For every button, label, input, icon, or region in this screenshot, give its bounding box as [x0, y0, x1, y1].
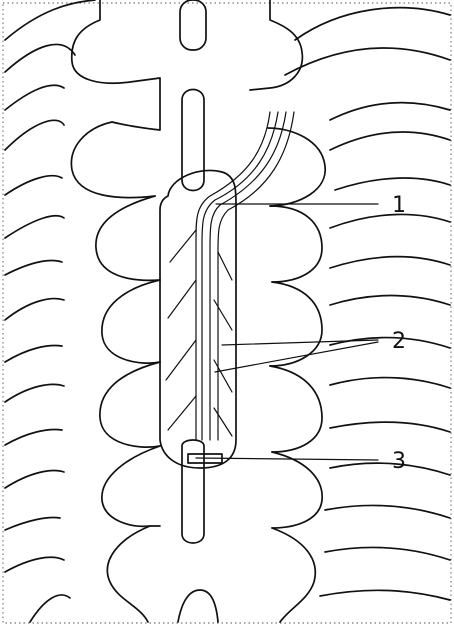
implant-device: [160, 112, 294, 468]
ribs-right: [285, 8, 450, 600]
vertebral-column: [71, 0, 325, 622]
figure-frame: [3, 3, 451, 623]
callout-label-1: 1: [392, 193, 406, 218]
callout-label-2: 2: [392, 329, 406, 354]
callout-label-3: 3: [392, 449, 406, 474]
ribs-left: [5, 0, 95, 622]
